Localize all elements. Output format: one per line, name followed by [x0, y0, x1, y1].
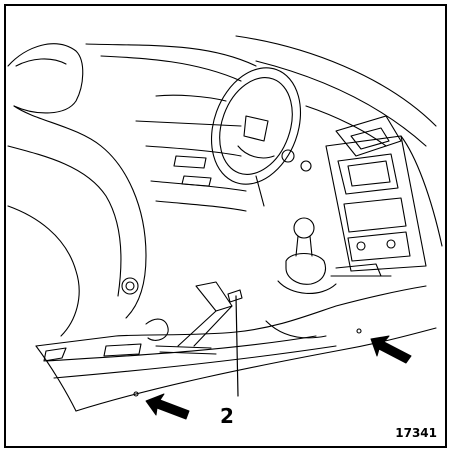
callout-leader — [235, 295, 239, 397]
front-seat — [7, 43, 169, 341]
arrow-icon — [145, 393, 190, 420]
interior-line-drawing — [7, 35, 443, 420]
console-trim-panel — [35, 285, 437, 412]
gear-lever — [277, 217, 392, 294]
callout-label: 2 — [220, 404, 234, 428]
steering-wheel — [210, 67, 312, 207]
door-panel — [85, 43, 257, 212]
arrow-icon — [370, 335, 412, 364]
center-console — [325, 135, 443, 272]
handbrake — [155, 281, 243, 355]
illustration-frame: 2 17341 — [4, 4, 447, 448]
dashboard — [235, 35, 437, 157]
figure-reference-number: 17341 — [395, 426, 437, 440]
